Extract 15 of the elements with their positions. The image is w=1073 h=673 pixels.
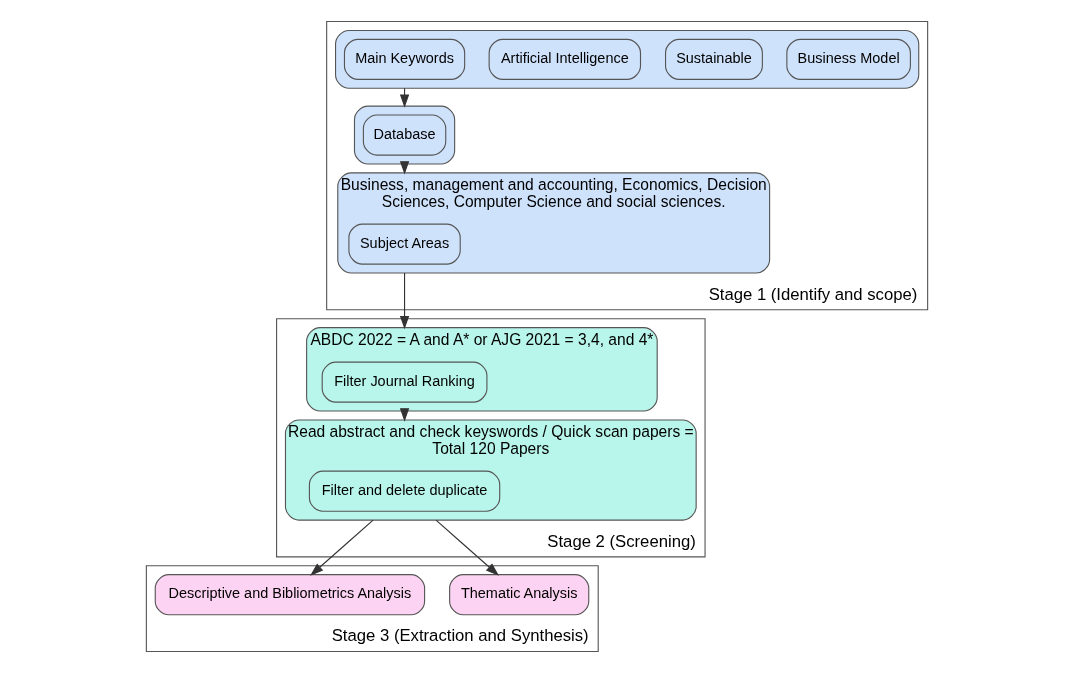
cluster: [353, 105, 455, 165]
node-box: Descriptive and Bibliometrics Analysis: [154, 574, 425, 616]
arrow: [309, 519, 374, 576]
arrow: [435, 519, 499, 576]
node-box: Thematic Analysis: [448, 574, 589, 616]
cluster: [334, 29, 919, 89]
arrow: [399, 272, 409, 330]
node-box: Filter and delete duplicate: [308, 470, 500, 512]
node-box: Artificial Intelligence: [488, 38, 641, 80]
node-box: Business Model: [785, 38, 911, 80]
node-box: Subject Areas: [347, 223, 461, 265]
node-box: Filter Journal Ranking: [321, 361, 487, 403]
node-box: Main Keywords: [343, 38, 465, 80]
node-box: Database: [362, 114, 446, 156]
node-box: Sustainable: [664, 38, 763, 80]
